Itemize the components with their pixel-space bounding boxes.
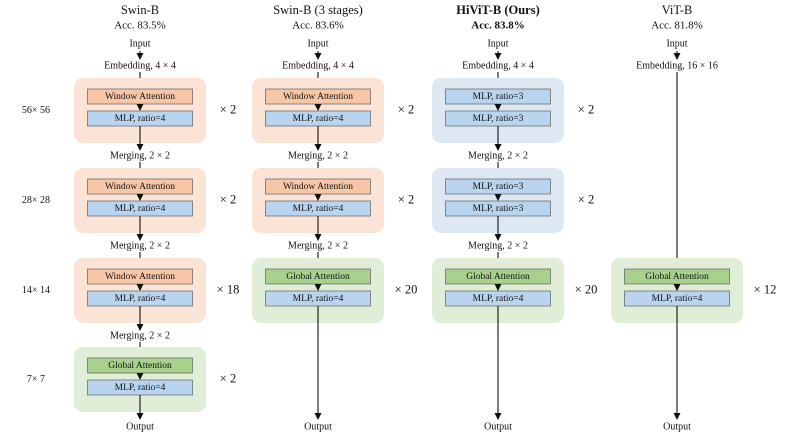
repeat-count: × 2 [398,192,414,206]
resolution-label: 7× 7 [27,374,45,385]
mlp-block-label: MLP, ratio=3 [473,92,524,102]
resolution-label: 28× 28 [22,195,50,206]
mlp-block-label: MLP, ratio=3 [473,182,524,192]
input-label: Input [307,38,328,49]
repeat-count: × 2 [220,192,236,206]
global-attention-block-label: Global Attention [286,272,350,282]
window-attention-block-label: Window Attention [283,92,353,102]
mlp-block-label: MLP, ratio=4 [293,114,344,124]
window-attention-block-label: Window Attention [105,92,175,102]
embedding-label: Embedding, 4 × 4 [104,60,176,71]
accuracy-label: Acc. 81.8% [651,20,703,32]
accuracy-label: Acc. 83.5% [114,20,166,32]
output-label: Output [484,421,512,432]
global-attention-block-label: Global Attention [108,361,172,371]
merging-label: Merging, 2 × 2 [468,150,528,161]
mlp-block-label: MLP, ratio=4 [115,114,166,124]
mlp-block-label: MLP, ratio=4 [115,294,166,304]
model-title: Swin-B (3 stages) [273,3,363,17]
mlp-block-label: MLP, ratio=4 [652,294,703,304]
mlp-block-label: MLP, ratio=4 [473,294,524,304]
mlp-block-label: MLP, ratio=4 [293,204,344,214]
repeat-count: × 12 [754,282,777,296]
window-attention-block-label: Window Attention [105,272,175,282]
resolution-label: 56× 56 [22,105,50,116]
repeat-count: × 2 [398,102,414,116]
resolution-label: 14× 14 [22,285,50,296]
mlp-block-label: MLP, ratio=3 [473,204,524,214]
merging-label: Merging, 2 × 2 [468,240,528,251]
mlp-block-label: MLP, ratio=4 [115,383,166,393]
embedding-label: Embedding, 4 × 4 [462,60,534,71]
merging-label: Merging, 2 × 2 [110,150,170,161]
embedding-label: Embedding, 16 × 16 [636,60,718,71]
repeat-count: × 20 [395,282,418,296]
window-attention-block-label: Window Attention [105,182,175,192]
mlp-block-label: MLP, ratio=4 [293,294,344,304]
embedding-label: Embedding, 4 × 4 [282,60,354,71]
input-label: Input [487,38,508,49]
global-attention-block-label: Global Attention [466,272,530,282]
model-title: HiViT-B (Ours) [456,3,539,17]
merging-label: Merging, 2 × 2 [288,150,348,161]
resolution-labels: 56× 56 28× 28 14× 14 7× 7 [22,105,50,385]
mlp-block-label: MLP, ratio=4 [115,204,166,214]
model-title: ViT-B [662,3,693,17]
repeat-count: × 18 [217,282,240,296]
input-label: Input [129,38,150,49]
output-label: Output [304,421,332,432]
merging-label: Merging, 2 × 2 [288,240,348,251]
model-title: Swin-B [121,3,159,17]
repeat-count: × 2 [578,102,594,116]
mlp-block-label: MLP, ratio=3 [473,114,524,124]
window-attention-block-label: Window Attention [283,182,353,192]
output-label: Output [126,421,154,432]
repeat-count: × 20 [575,282,598,296]
repeat-count: × 2 [220,371,236,385]
merging-label: Merging, 2 × 2 [110,330,170,341]
merging-label: Merging, 2 × 2 [110,240,170,251]
input-label: Input [666,38,687,49]
accuracy-label: Acc. 83.6% [292,20,344,32]
output-label: Output [663,421,691,432]
repeat-count: × 2 [578,192,594,206]
model-column: Swin-B (3 stages) Acc. 83.6% InputEmbeddin… [252,3,417,432]
accuracy-label: Acc. 83.8% [471,20,524,32]
repeat-count: × 2 [220,102,236,116]
model-column: HiViT-B (Ours) Acc. 83.8% InputEmbedding, … [432,3,597,432]
global-attention-block-label: Global Attention [645,272,709,282]
